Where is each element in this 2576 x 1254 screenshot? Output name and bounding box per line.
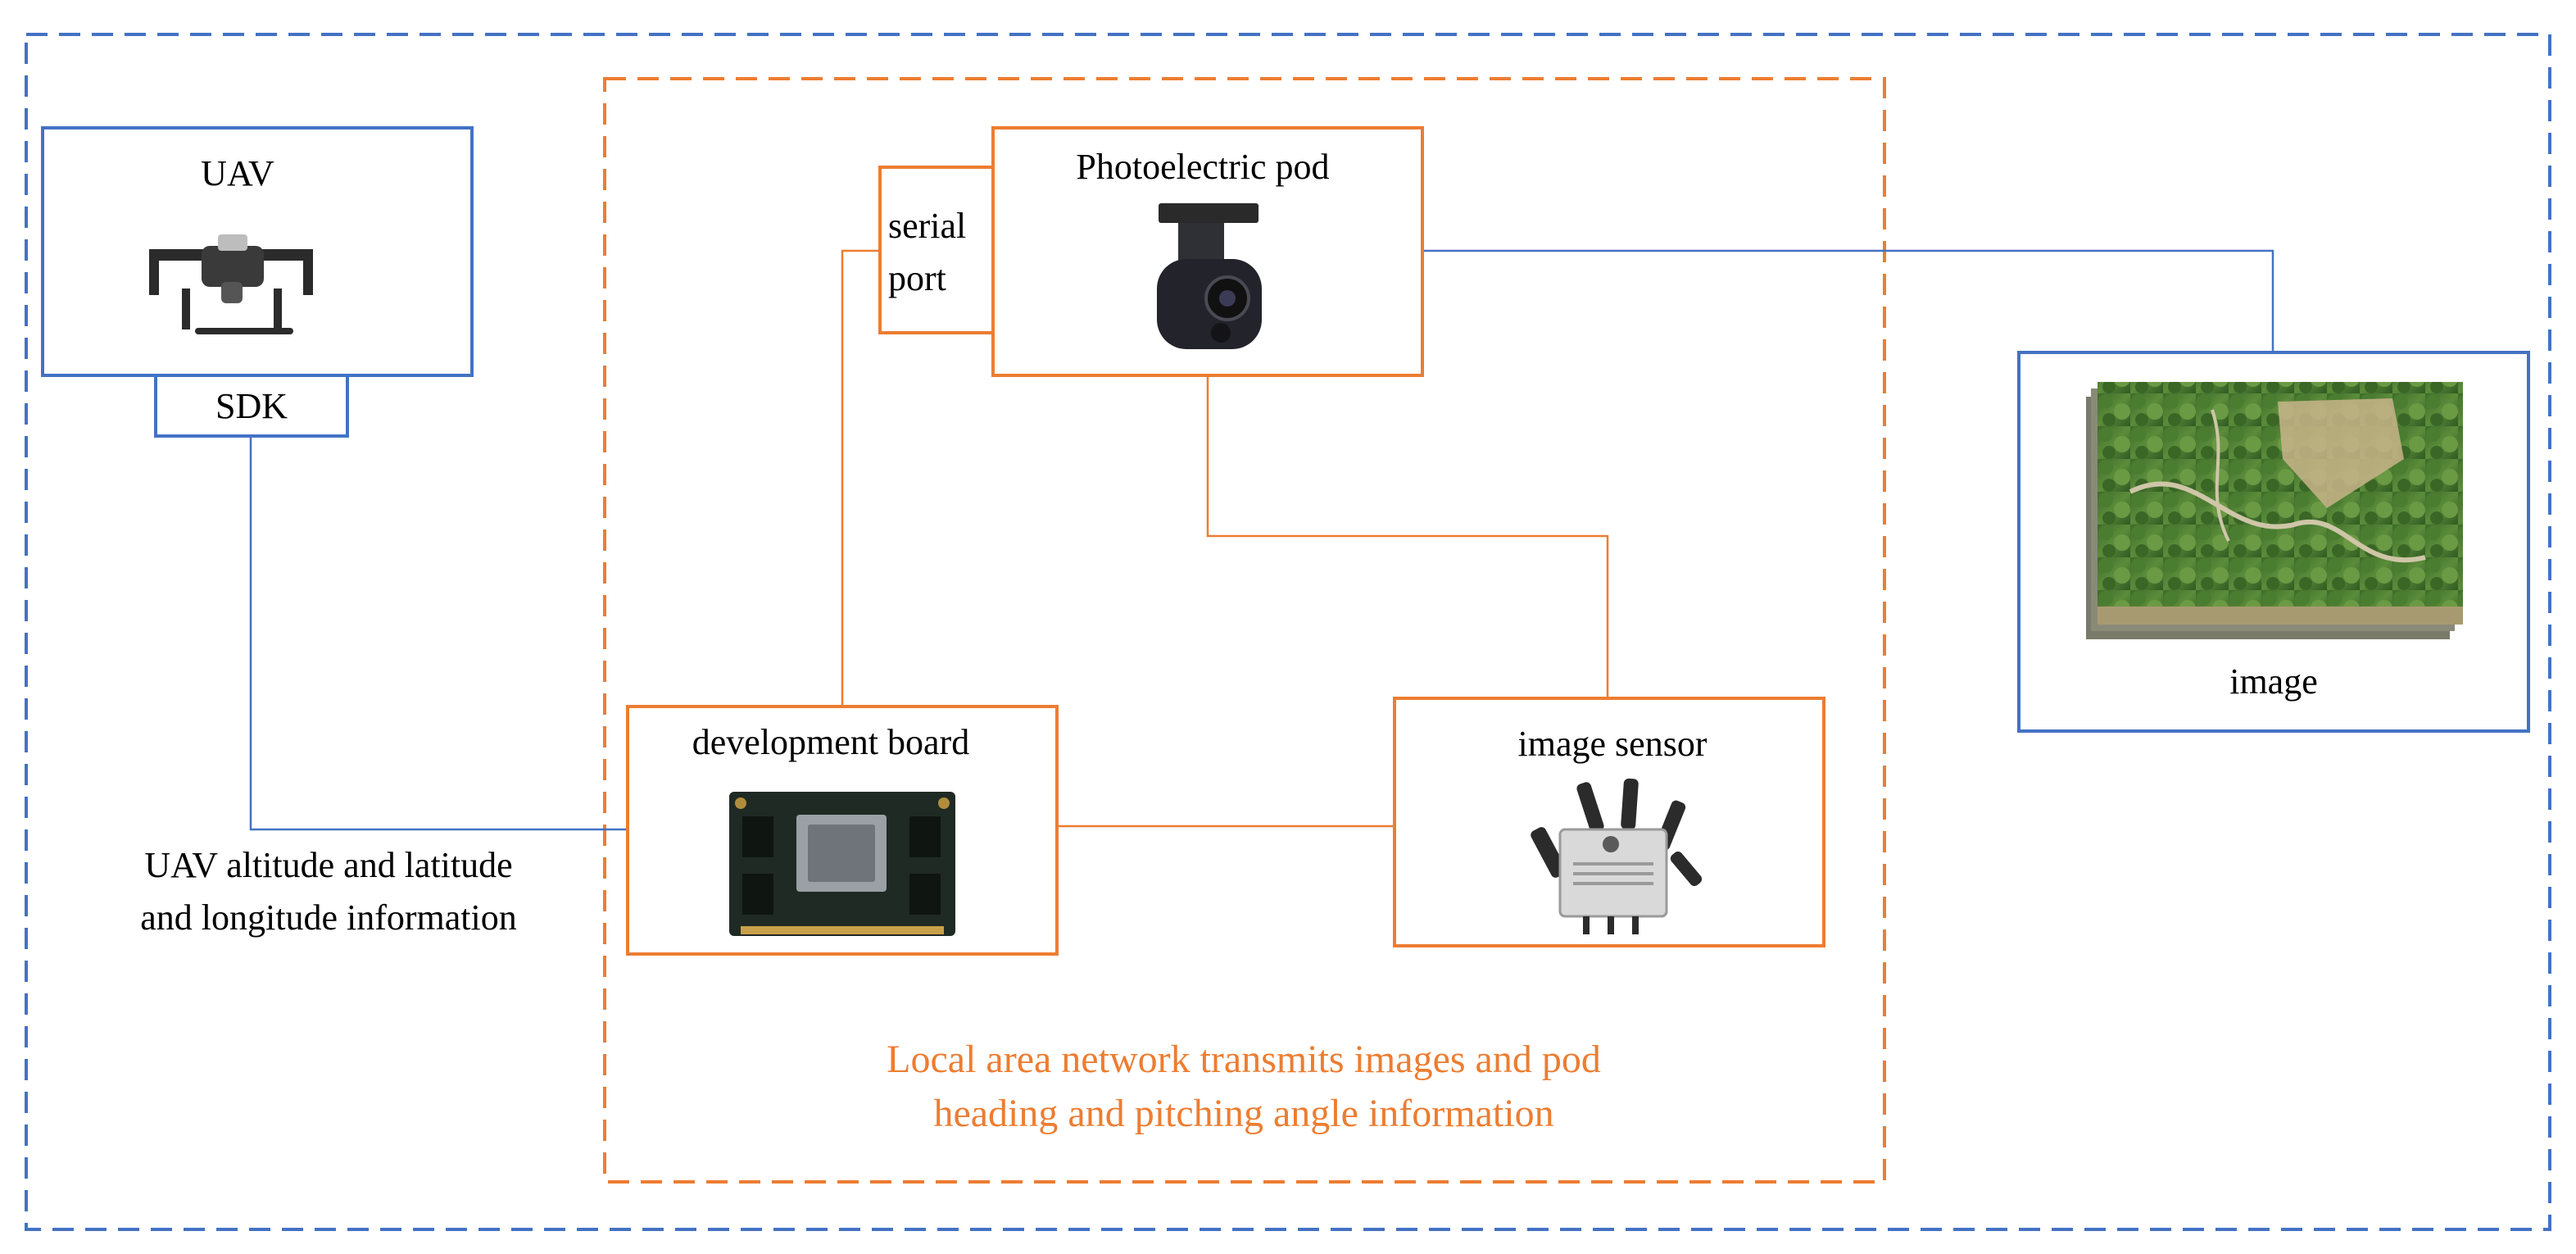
connectors	[249, 249, 2274, 831]
sdk-node: SDK	[154, 374, 349, 438]
aerial-photo-stack-icon	[2086, 382, 2463, 639]
lan-annotation-line1: Local area network transmits images and …	[887, 1038, 1601, 1081]
development-board-node: development board	[626, 705, 1059, 956]
connector-pod-to-image	[1422, 249, 2274, 352]
drone-icon	[149, 234, 313, 334]
connector-serial-to-dev-board	[841, 249, 880, 707]
sdk-box	[154, 374, 349, 438]
sdk-label: SDK	[215, 386, 288, 426]
gimbal-camera-icon	[1157, 203, 1262, 349]
serial-port-box	[878, 166, 995, 334]
connector-pod-to-image-sensor	[1206, 375, 1609, 698]
serial-port-label-line2: port	[888, 258, 946, 298]
connector-sdk-to-dev-board	[249, 436, 628, 831]
development-board-label: development board	[692, 722, 969, 762]
serial-port-label-line1: serial	[888, 206, 966, 246]
outer-system-frame	[25, 33, 2551, 1231]
circuit-board-icon	[729, 792, 955, 936]
onboard-subsystem-frame	[603, 77, 1886, 1184]
image-sensor-node: image sensor	[1393, 697, 1825, 947]
uav-node: UAV	[41, 126, 474, 377]
photoelectric-pod-label: Photoelectric pod	[1076, 147, 1329, 187]
image-output-label: image	[2229, 661, 2318, 702]
uav-info-annotation-line2: and longitude information	[140, 897, 516, 938]
antenna-transmitter-icon	[1531, 778, 1703, 934]
uav-label: UAV	[201, 153, 274, 193]
photoelectric-pod-node: Photoelectric pod	[991, 126, 1424, 377]
serial-port-node: serial port	[878, 166, 995, 334]
image-output-node: image	[2017, 351, 2530, 733]
image-sensor-label: image sensor	[1518, 724, 1708, 764]
uav-info-annotation-line1: UAV altitude and latitude	[144, 845, 512, 885]
lan-annotation-line2: heading and pitching angle information	[933, 1092, 1553, 1135]
